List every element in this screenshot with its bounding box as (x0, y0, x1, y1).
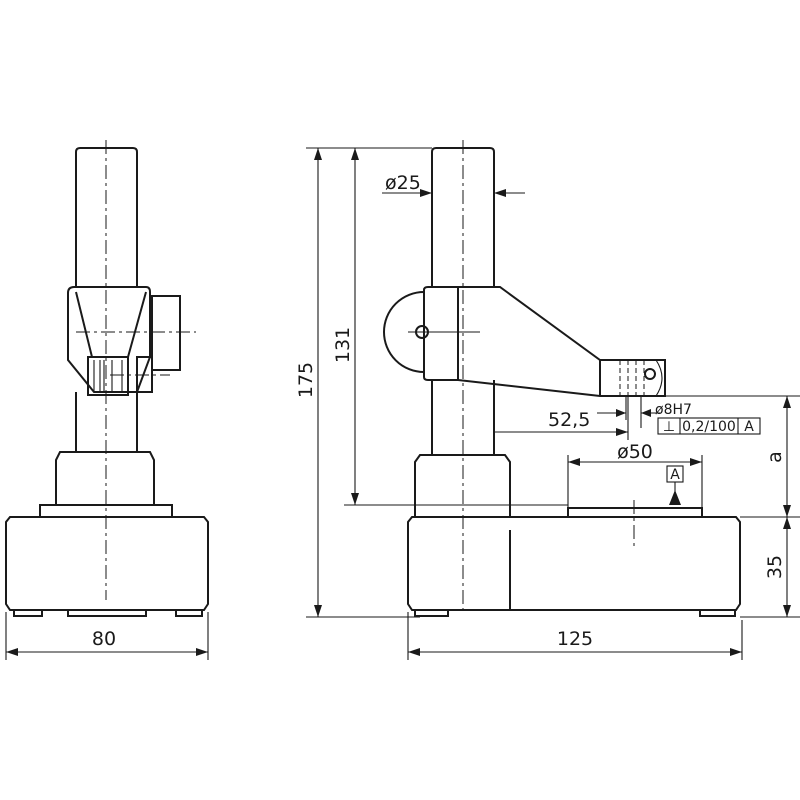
base-width-dimension: 125 (557, 628, 593, 650)
knurled-knob (151, 295, 181, 371)
total-height-dimension: 175 (295, 362, 317, 398)
pedestal (55, 451, 155, 505)
base (5, 516, 209, 611)
bore-dimension: ø8H7 (655, 402, 692, 418)
datum-label: A (670, 467, 680, 483)
column-height-dimension: 131 (332, 327, 354, 363)
side-view: 80 (5, 140, 209, 660)
tolerance-frame: ⊥ 0,2/100 A (657, 417, 761, 435)
clamp-screw (87, 356, 129, 396)
column-diameter-dimension: ø25 (385, 172, 421, 194)
clamp-arm (423, 286, 666, 397)
pedestal (414, 454, 511, 517)
perpendicularity-symbol: ⊥ (663, 419, 675, 435)
tolerance-value: 0,2/100 (682, 419, 736, 435)
datum-triangle (669, 490, 681, 505)
base (407, 516, 741, 611)
plate-diameter-dimension: ø50 (617, 441, 653, 463)
base-height-dimension: 35 (764, 555, 786, 579)
arm-reach-dimension: 52,5 (548, 409, 590, 431)
plate (567, 507, 703, 518)
width-dimension: 80 (92, 628, 116, 650)
tolerance-datum: A (744, 419, 754, 435)
front-view: 175 131 ø25 52,5 ø8H7 ⊥ 0,2/100 A ø50 A … (295, 140, 800, 660)
variable-height-dimension: a (764, 451, 786, 463)
